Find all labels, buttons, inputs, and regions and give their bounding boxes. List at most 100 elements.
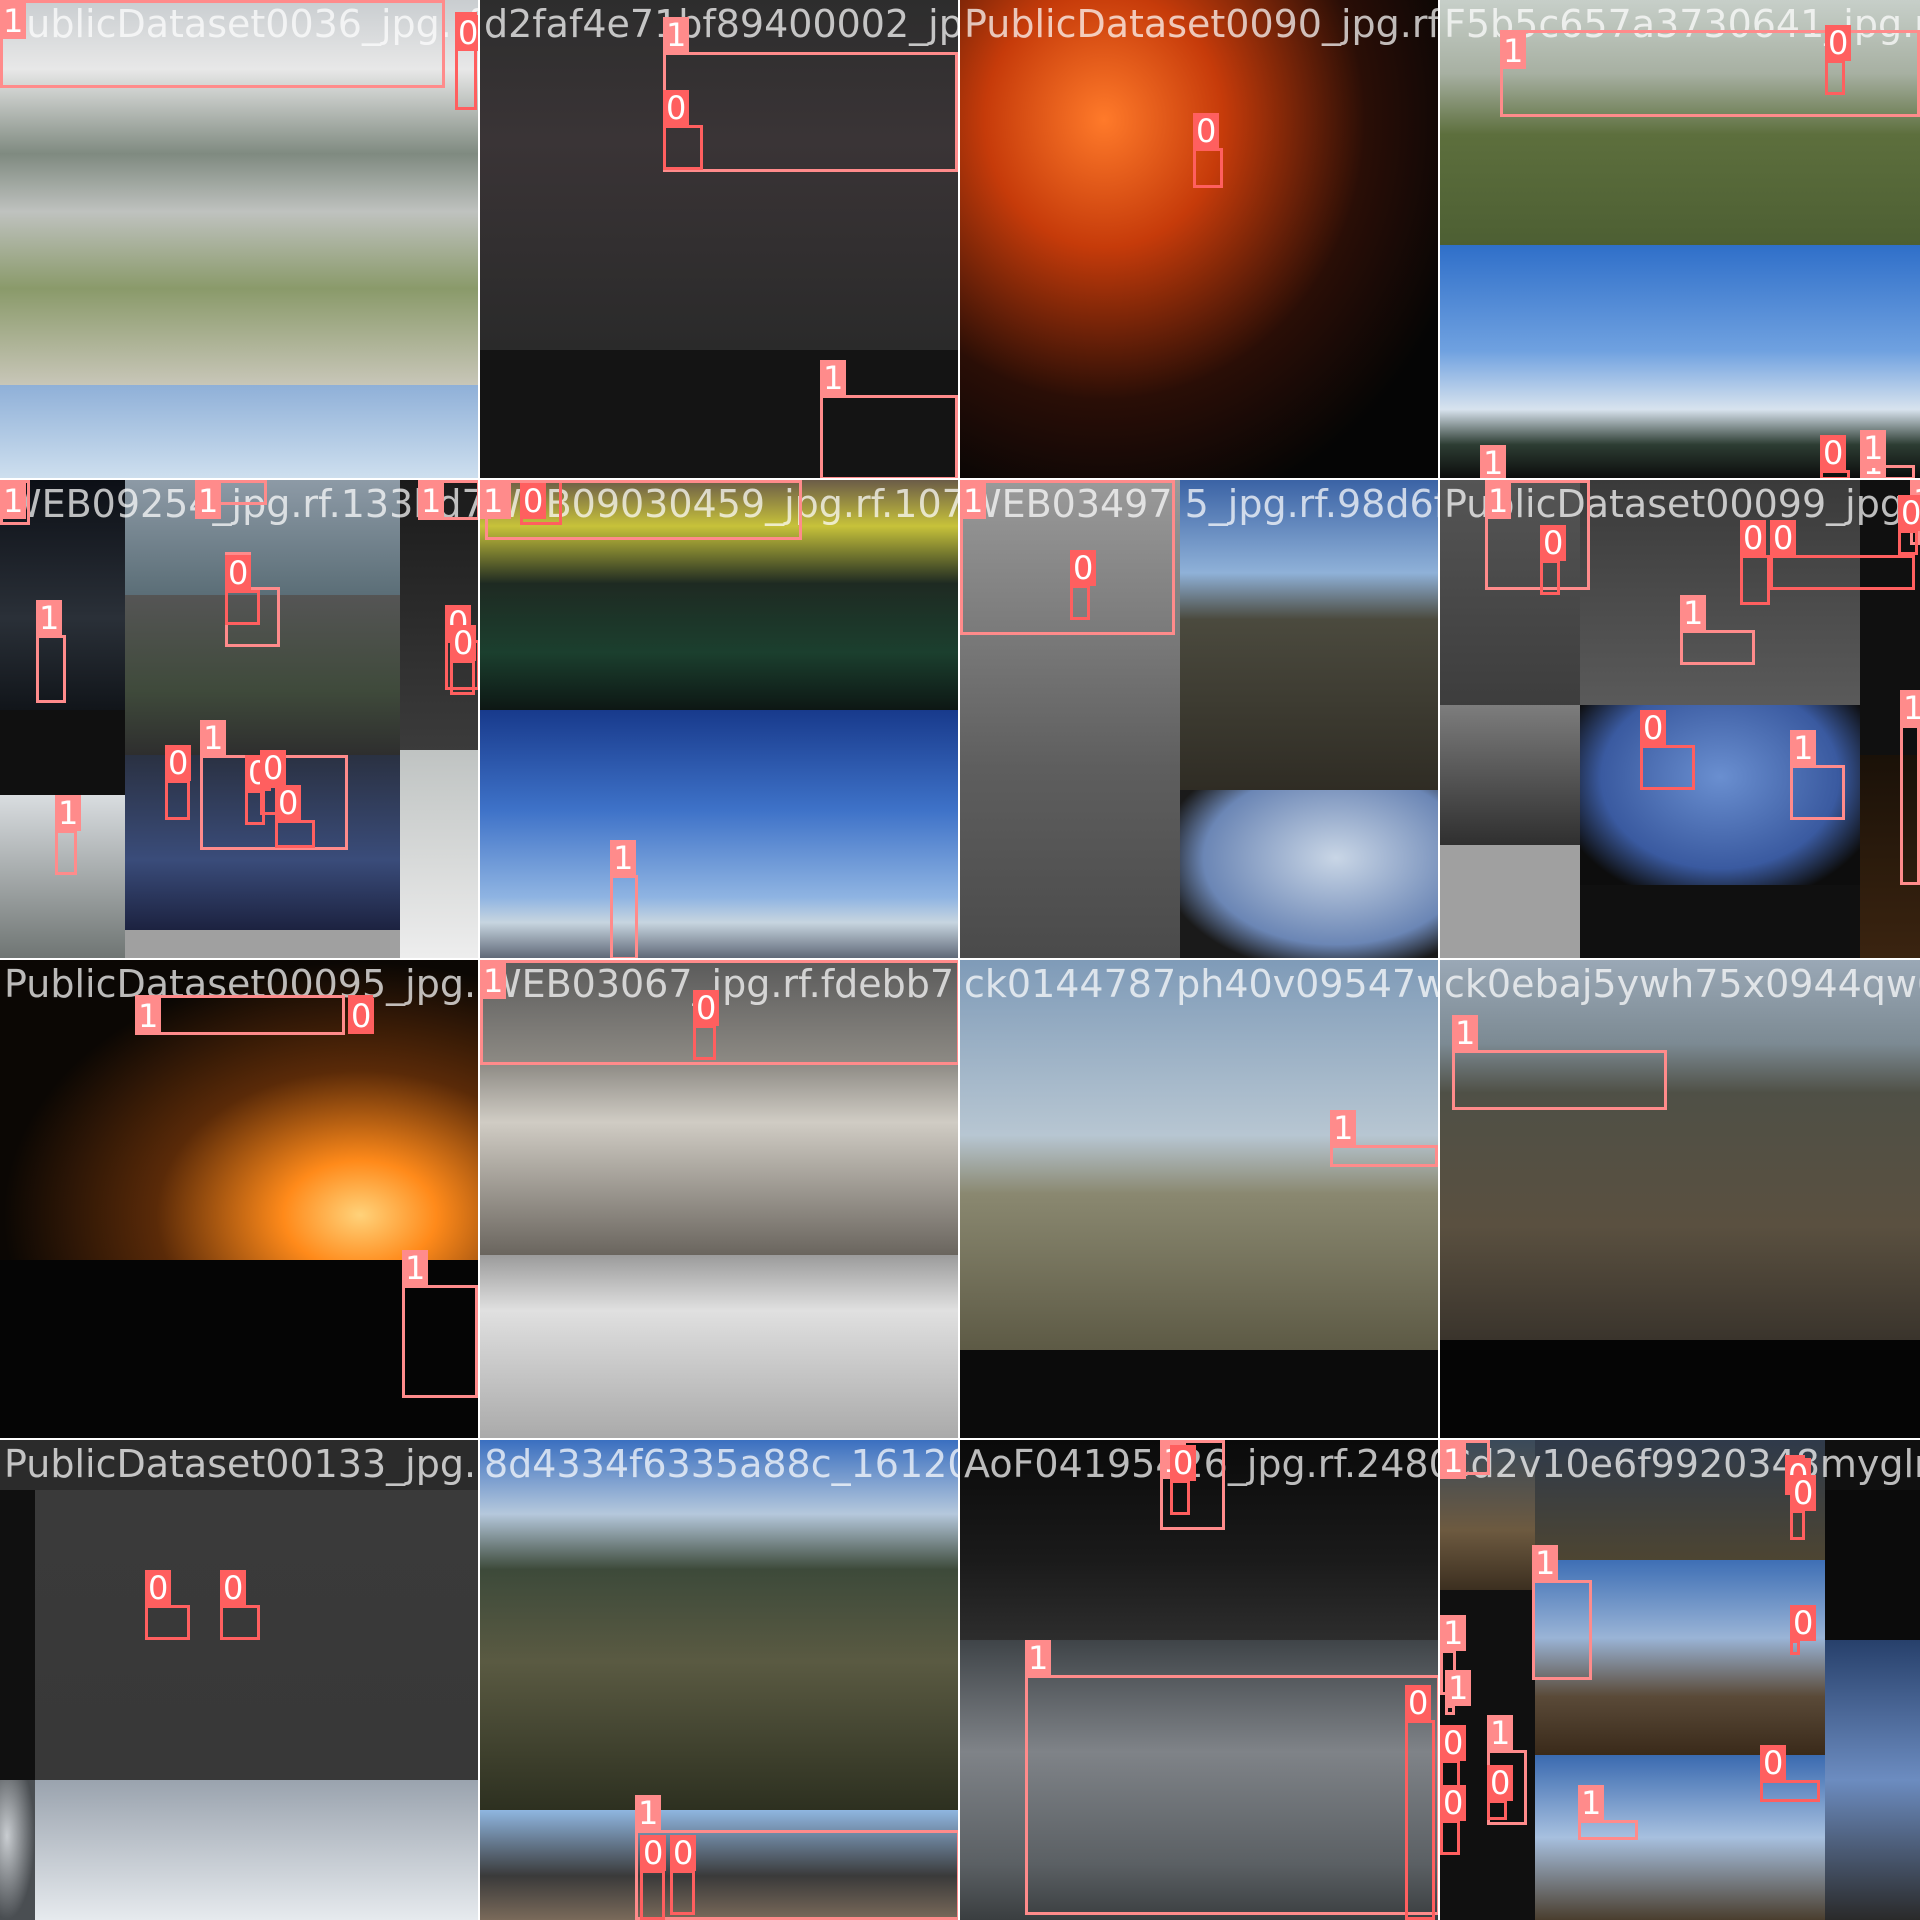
bbox-class-0: 0 [450,625,477,695]
mosaic-tile: 1001010010011Cd2v10e6f9920348myglrs [1440,1440,1920,1920]
class-label: 0 [165,745,192,781]
class-label: 0 [1070,550,1097,586]
class-label: 1 [635,1795,662,1831]
sub-image [1440,845,1580,958]
class-label: 1 [200,720,227,756]
bbox-class-0: 0 [1740,520,1770,605]
class-label: 0 [1440,1785,1467,1821]
sub-image [1180,480,1438,790]
bbox-class-1: 1 [0,480,30,525]
mosaic-tile: 1ck0144787ph40v09547wbxifkkcj0eb [960,960,1440,1440]
class-label: 0 [1193,113,1220,149]
class-label: 1 [1440,1443,1467,1479]
class-label: 1 [1860,430,1887,466]
mosaic-tile: 1ck0ebaj5ywh75x0944qw0oaa [1440,960,1920,1440]
sub-image [0,960,478,1260]
sub-image [0,1780,35,1920]
bbox-class-1: 1 [418,480,478,520]
class-label: 0 [1820,435,1847,471]
bbox-class-0: 0 [348,995,375,1034]
sub-image [1440,705,1580,845]
class-label: 0 [1405,1685,1432,1721]
bbox-class-1: 1 [820,360,958,478]
sub-image [0,0,478,385]
bbox-class-1: 1 [610,840,638,958]
bbox-class-1: 1 [1578,1785,1638,1840]
class-label: 1 [1487,1715,1514,1751]
bbox-class-1: 1 [480,960,958,1065]
bbox-class-1: 1 [635,1795,958,1920]
class-label: 0 [1770,520,1797,556]
bbox-class-1: 1 [195,480,267,519]
bbox-class-1: 1 [1330,1110,1438,1167]
class-label: 0 [1487,1765,1514,1801]
bbox-class-1: 1 [1445,1670,1472,1715]
sub-image [400,750,478,958]
bbox-class-1: 1 [0,0,445,88]
bbox-class-0: 0 [260,750,287,815]
class-label: 1 [820,360,847,396]
bbox-class-0: 0 [1540,525,1567,595]
sub-image [125,480,400,595]
class-label: 0 [1440,1725,1467,1761]
class-label: 1 [1900,690,1920,726]
sub-image [1180,790,1438,958]
bbox-class-0: 0 [1640,710,1695,790]
bbox-class-0: 0 [1405,1685,1435,1920]
sub-image [1440,960,1920,1340]
bbox-class-0: 0 [1440,1785,1467,1855]
class-label: 1 [418,483,445,519]
sub-image [480,1440,958,1810]
bbox-class-1: 1 [1440,1440,1490,1479]
class-label: 0 [455,15,478,51]
sub-image [1825,1640,1920,1920]
bbox-class-1: 1 [36,600,66,703]
bbox-class-1: 1 [1900,690,1920,885]
sub-image [480,710,958,958]
bbox-class-0: 0 [1820,435,1850,478]
bbox-class-1: 1 [1452,1015,1667,1110]
sub-image [1580,480,1860,705]
bbox-class-0: 0 [1193,113,1223,188]
class-label: 0 [1825,25,1852,61]
class-label: 1 [1452,1015,1479,1051]
class-label: 0 [348,998,375,1034]
mosaic-tile: 11110100100001WEB09254_jpg.rf.133bd7f156… [0,480,480,960]
class-label: 1 [135,998,162,1034]
class-label: 0 [275,785,302,821]
sub-image [960,1350,1438,1438]
sub-image [480,0,958,350]
sub-image [1860,755,1920,958]
mosaic-tile: 0111WEB09030459_jpg.rf.1078cc4d0 [480,480,960,960]
class-label: 0 [640,1835,667,1871]
mosaic-tile: 101011F5b5c657a3730641_jpg.rf.3 [1440,0,1920,480]
class-label: 1 [1445,1670,1472,1706]
sub-image [0,385,478,478]
class-label: 0 [1170,1445,1197,1481]
sub-image [960,0,1438,478]
bbox-class-0: 0 [1440,1725,1467,1790]
bbox-class-0: 0 [145,1570,190,1640]
bbox-class-0: 0 [1487,1765,1514,1820]
sub-image [1535,1560,1825,1755]
bbox-class-0: 0 [275,785,315,848]
bbox-class-0: 0 [1760,1745,1820,1802]
bbox-class-1: 1 [663,17,958,172]
bbox-class-1: 1 [402,1250,478,1398]
sub-image [480,350,958,478]
sub-image [1825,1490,1920,1640]
class-label: 0 [1540,525,1567,561]
bbox-class-0: 0 [225,555,260,625]
bbox-class-1: 1 [135,995,345,1035]
bbox-class-1: 1 [55,795,82,875]
bbox-class-1: 1 [1500,30,1920,117]
bbox-class-0: 0 [1898,495,1920,555]
bbox-class-0: 0 [663,90,703,170]
class-label: 0 [1640,710,1667,746]
